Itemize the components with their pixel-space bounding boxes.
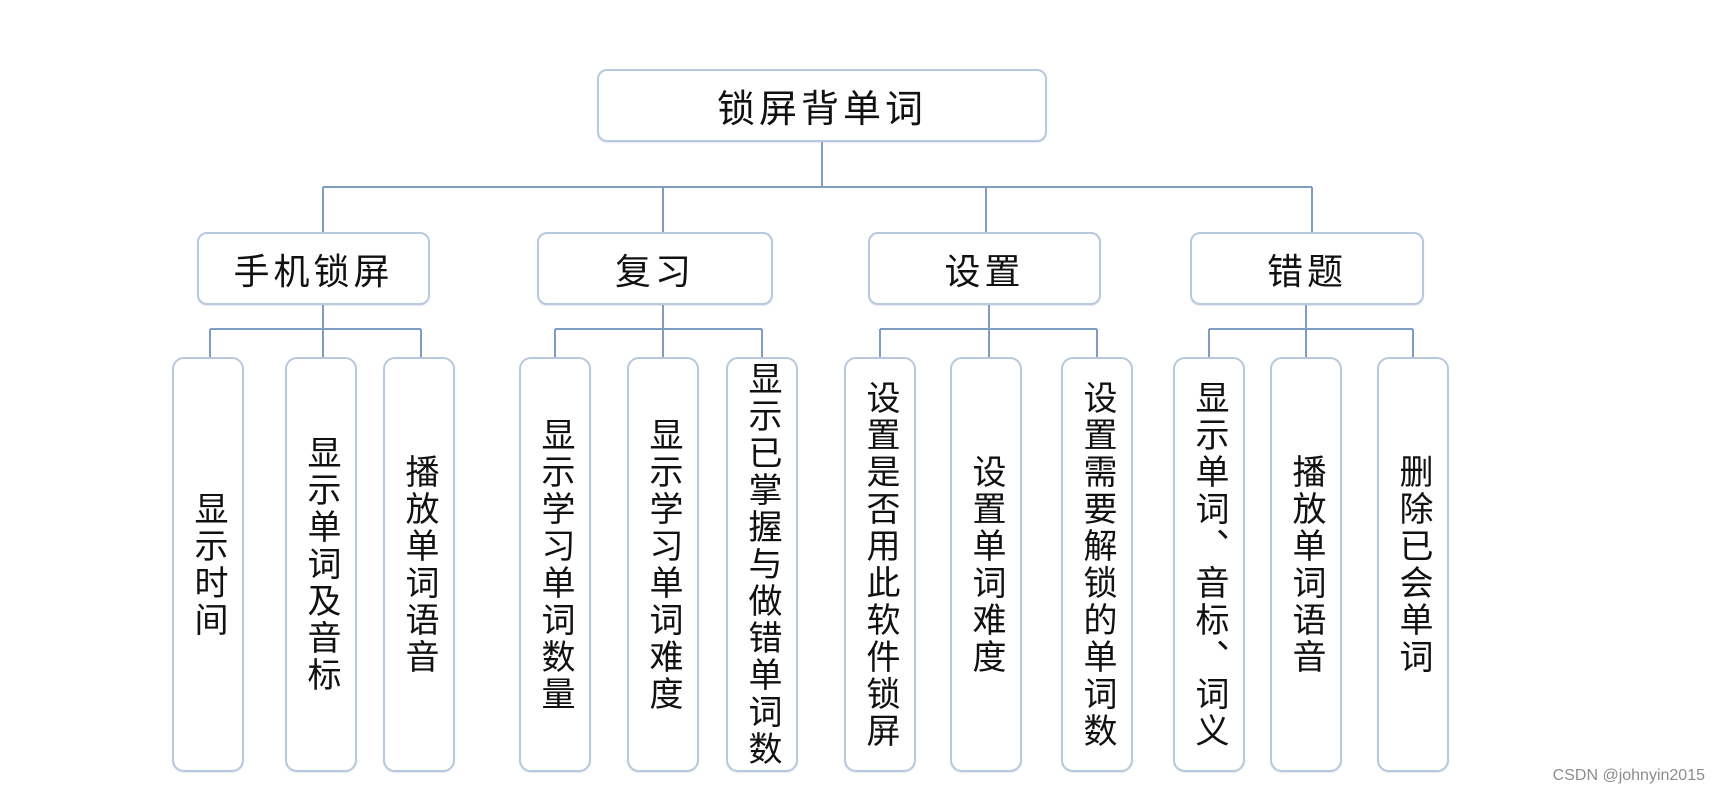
leaf-node: 显示单词及音标 <box>285 357 357 772</box>
leaf-node: 设置是否用此软件锁屏 <box>844 357 916 772</box>
leaf-node: 设置单词难度 <box>950 357 1022 772</box>
leaf-node: 显示单词、音标、词义 <box>1173 357 1245 772</box>
leaf-label: 设置是否用此软件锁屏 <box>860 379 900 750</box>
leaf-label: 播放单词语音 <box>399 453 439 676</box>
category-label: 错题 <box>1266 251 1347 293</box>
leaf-node: 播放单词语音 <box>1270 357 1342 772</box>
leaf-node: 设置需要解锁的单词数 <box>1061 357 1133 772</box>
leaf-label: 播放单词语音 <box>1286 453 1326 676</box>
category-node-wrong-answers: 错题 <box>1190 232 1424 305</box>
leaf-label: 显示单词及音标 <box>301 435 341 694</box>
leaf-label: 显示单词、音标、词义 <box>1189 379 1229 750</box>
leaf-label: 显示时间 <box>188 490 228 639</box>
category-node-review: 复习 <box>537 232 773 305</box>
leaf-node: 播放单词语音 <box>383 357 455 772</box>
category-label: 手机锁屏 <box>233 251 394 293</box>
leaf-label: 设置单词难度 <box>966 453 1006 676</box>
leaf-node: 删除已会单词 <box>1377 357 1449 772</box>
leaf-label: 显示已掌握与做错单词数 <box>742 361 782 768</box>
leaf-node: 显示已掌握与做错单词数 <box>726 357 798 772</box>
leaf-node: 显示学习单词数量 <box>519 357 591 772</box>
category-label: 设置 <box>944 251 1025 293</box>
root-label: 锁屏背单词 <box>716 87 927 131</box>
leaf-label: 删除已会单词 <box>1393 453 1433 676</box>
leaf-label: 设置需要解锁的单词数 <box>1077 379 1117 750</box>
watermark-text: CSDN @johnyin2015 <box>1552 767 1705 784</box>
leaf-node: 显示学习单词难度 <box>627 357 699 772</box>
leaf-label: 显示学习单词数量 <box>535 416 575 713</box>
leaf-node: 显示时间 <box>172 357 244 772</box>
category-node-lock-screen: 手机锁屏 <box>197 232 430 305</box>
category-node-settings: 设置 <box>868 232 1101 305</box>
root-node: 锁屏背单词 <box>597 69 1047 142</box>
leaf-label: 显示学习单词难度 <box>643 416 683 713</box>
category-label: 复习 <box>614 251 695 293</box>
